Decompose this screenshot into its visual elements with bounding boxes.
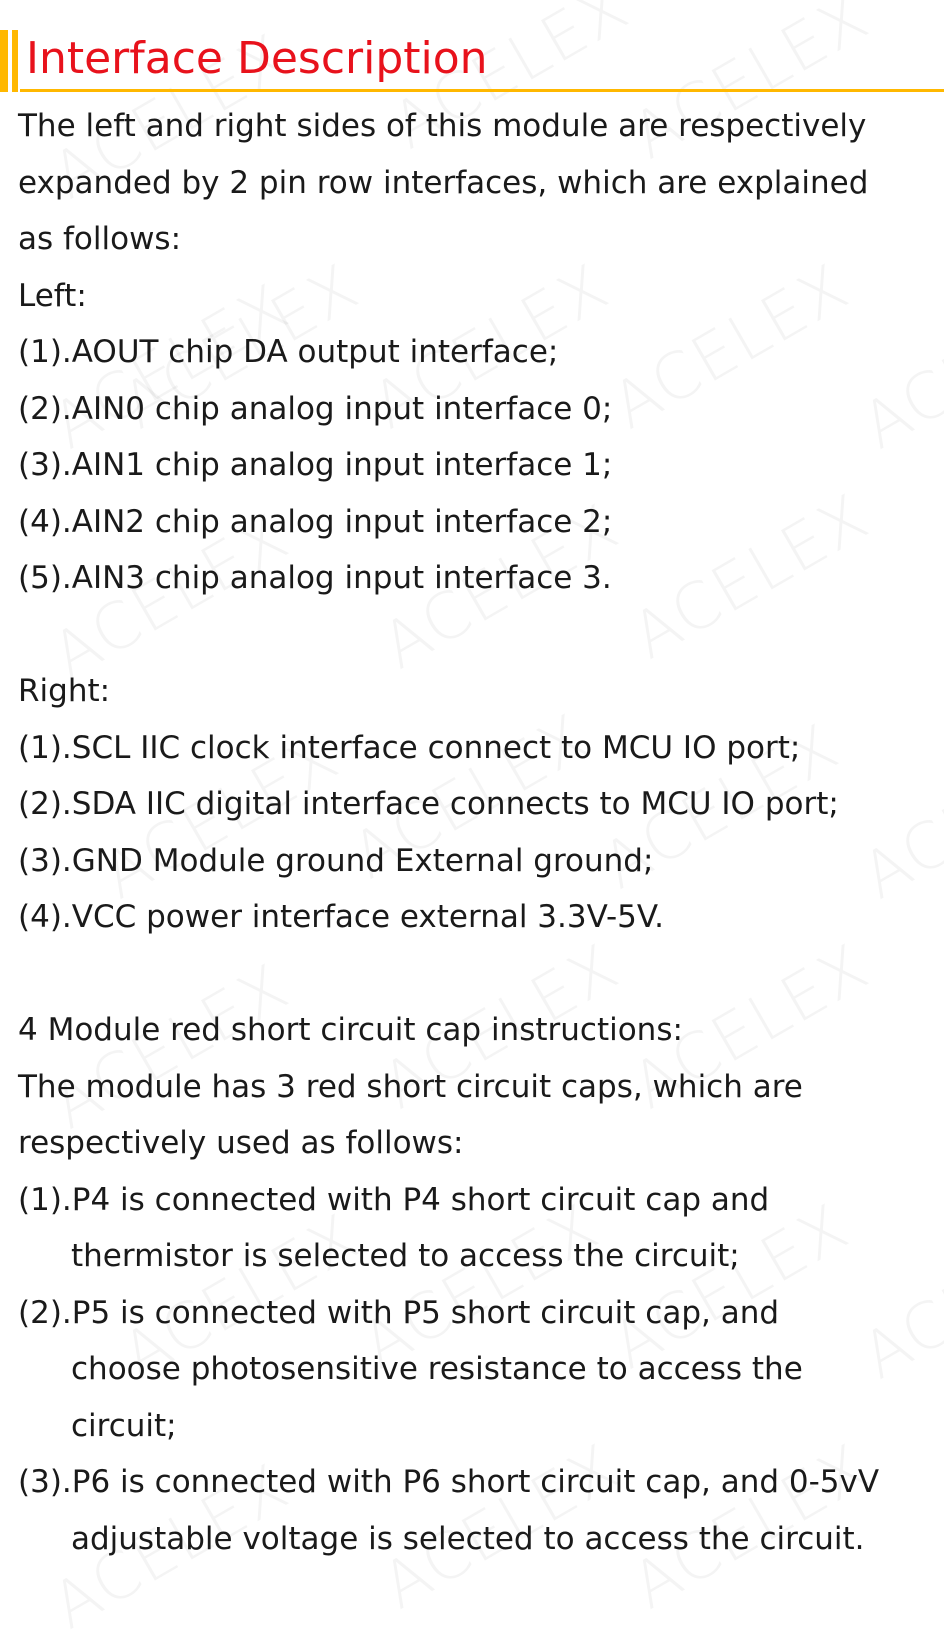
right-heading: Right:: [18, 673, 111, 709]
caps-heading: 4 Module red short circuit cap instructi…: [18, 1012, 683, 1048]
spacer: [18, 607, 928, 664]
intro-line: as follows:: [18, 221, 182, 257]
intro-paragraph: The left and right sides of this module …: [18, 98, 928, 268]
right-item: (2).SDA IIC digital interface connects t…: [18, 786, 839, 822]
intro-line: expanded by 2 pin row interfaces, which …: [18, 164, 869, 201]
left-item: (3).AIN1 chip analog input interface 1;: [18, 447, 613, 483]
left-item: (1).AOUT chip DA output interface;: [18, 334, 559, 370]
caps-item: (1).P4 is connected with P4 short circui…: [18, 1172, 928, 1285]
caps-item-line: choose photosensitive resistance to acce…: [71, 1351, 803, 1387]
left-section: Left: (1).AOUT chip DA output interface;…: [18, 268, 928, 607]
right-item: (1).SCL IIC clock interface connect to M…: [18, 729, 801, 766]
caps-intro-line: The module has 3 red short circuit caps,…: [18, 1068, 803, 1105]
caps-intro-line: respectively used as follows:: [18, 1125, 464, 1161]
caps-item-line: adjustable voltage is selected to access…: [71, 1520, 865, 1557]
left-item: (4).AIN2 chip analog input interface 2;: [18, 503, 613, 540]
caps-item-line: thermistor is selected to access the cir…: [71, 1238, 740, 1274]
caps-item-line: (3).P6 is connected with P6 short circui…: [18, 1464, 880, 1500]
header-accent-bar: [0, 30, 20, 92]
header-underline: [20, 89, 944, 92]
spacer: [18, 946, 928, 1003]
left-item: (5).AIN3 chip analog input interface 3.: [18, 560, 612, 596]
right-item: (3).GND Module ground External ground;: [18, 842, 654, 879]
right-item: (4).VCC power interface external 3.3V-5V…: [18, 899, 664, 935]
page-title: Interface Description: [26, 33, 488, 84]
caps-item-line: (1).P4 is connected with P4 short circui…: [18, 1181, 770, 1218]
intro-line: The left and right sides of this module …: [18, 108, 867, 144]
caps-item-line: (2).P5 is connected with P5 short circui…: [18, 1294, 780, 1331]
section-header: Interface Description: [0, 30, 944, 92]
caps-item: (2).P5 is connected with P5 short circui…: [18, 1285, 928, 1455]
left-item: (2).AIN0 chip analog input interface 0;: [18, 390, 613, 427]
left-heading: Left:: [18, 277, 87, 314]
description-body: The left and right sides of this module …: [18, 98, 928, 1567]
caps-item: (3).P6 is connected with P6 short circui…: [18, 1454, 928, 1567]
right-section: Right: (1).SCL IIC clock interface conne…: [18, 663, 928, 946]
caps-item-line: circuit;: [71, 1407, 177, 1444]
caps-section: 4 Module red short circuit cap instructi…: [18, 1002, 928, 1567]
